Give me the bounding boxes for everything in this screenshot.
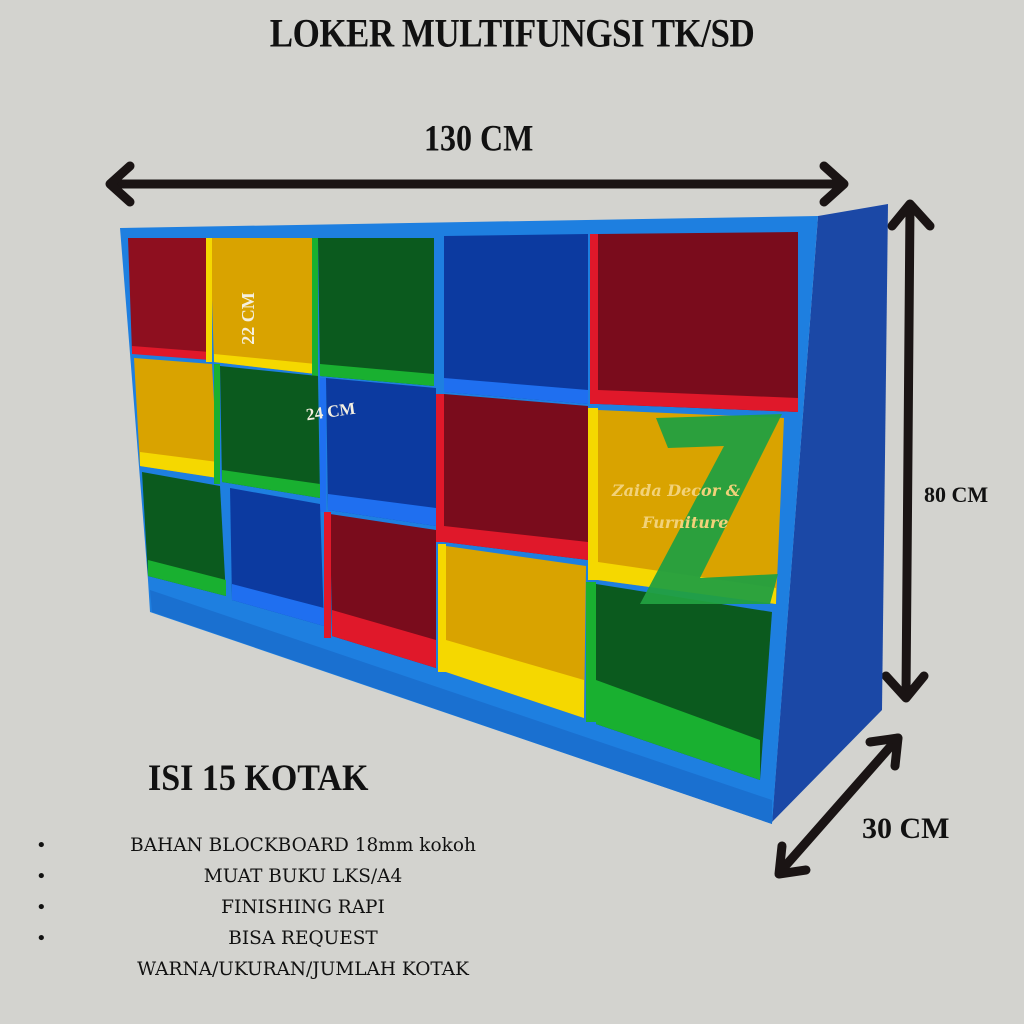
height-dimension-label: 80 CM (924, 482, 989, 507)
brand-line-1: Zaida Decor & (612, 481, 741, 500)
cell-r2c1 (134, 358, 218, 478)
page-title: LOKER MULTIFUNGSI TK/SD (269, 11, 755, 56)
feature-item-continuation: WARNA/UKURAN/JUMLAH KOTAK (137, 959, 469, 980)
compartment-count-heading: ISI 15 KOTAK (148, 758, 369, 799)
height-arrow-icon (881, 199, 935, 703)
cell-r2c2 (220, 366, 320, 498)
depth-arrow-icon (774, 733, 903, 879)
width-dimension-label: 130 CM (424, 117, 534, 159)
brand-logo-icon (640, 414, 782, 604)
cell-r1c3 (318, 238, 434, 386)
cell-r1c4 (444, 234, 588, 404)
cell-r1c5 (598, 232, 798, 412)
cell-r1c2 (210, 238, 316, 374)
feature-list: BAHAN BLOCKBOARD 18mm kokoh MUAT BUKU LK… (28, 830, 548, 985)
brand-line-2: Furniture (642, 513, 729, 532)
cell-r2c4 (444, 394, 588, 560)
feature-item: BISA REQUEST (28, 923, 548, 954)
cell-height-label: 22 CM (237, 292, 258, 345)
brand-watermark: Zaida Decor & Furniture (612, 475, 812, 539)
feature-item: BAHAN BLOCKBOARD 18mm kokoh (28, 830, 548, 861)
feature-item: MUAT BUKU LKS/A4 (28, 861, 548, 892)
depth-dimension-label: 30 CM (862, 812, 950, 845)
cell-r2c3 (326, 378, 436, 526)
feature-item: FINISHING RAPI (28, 892, 548, 923)
cabinet-side-panel (772, 204, 888, 822)
width-arrow-icon (105, 161, 849, 207)
cell-r1c1 (128, 238, 210, 360)
